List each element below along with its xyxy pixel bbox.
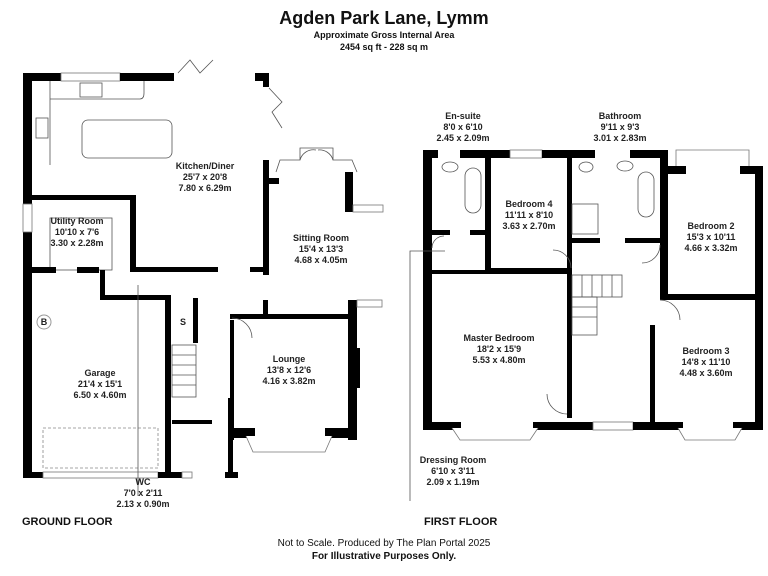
svg-text:Bedroom 3: Bedroom 3 (682, 346, 729, 356)
svg-text:15'4 x 13'3: 15'4 x 13'3 (299, 244, 343, 254)
room-bathroom: Bathroom 9'11 x 9'3 3.01 x 2.83m (593, 111, 646, 143)
room-bedroom-3: Bedroom 3 14'8 x 11'10 4.48 x 3.60m (679, 346, 732, 378)
first-floor-walls (409, 149, 763, 501)
room-en-suite: En-suite 8'0 x 6'10 2.45 x 2.09m (436, 111, 489, 143)
plan-title: Agden Park Lane, Lymm (279, 8, 489, 28)
svg-text:5.53 x 4.80m: 5.53 x 4.80m (472, 355, 525, 365)
svg-text:4.68 x 4.05m: 4.68 x 4.05m (294, 255, 347, 265)
svg-text:6'10 x 3'11: 6'10 x 3'11 (431, 466, 475, 476)
svg-text:4.16 x 3.82m: 4.16 x 3.82m (262, 376, 315, 386)
room-kitchen-diner: Kitchen/Diner 25'7 x 20'8 7.80 x 6.29m (176, 161, 235, 193)
footer-note: Not to Scale. Produced by The Plan Porta… (277, 538, 491, 549)
svg-text:Dressing Room: Dressing Room (420, 455, 487, 465)
svg-text:2.45 x 2.09m: 2.45 x 2.09m (436, 133, 489, 143)
svg-text:En-suite: En-suite (445, 111, 481, 121)
svg-text:13'8 x 12'6: 13'8 x 12'6 (267, 365, 311, 375)
footer-disclaimer: For Illustrative Purposes Only. (311, 551, 457, 562)
room-lounge: Lounge 13'8 x 12'6 4.16 x 3.82m (262, 354, 315, 386)
room-utility: Utility Room 10'10 x 7'6 3.30 x 2.28m (50, 216, 103, 248)
svg-text:14'8 x 11'10: 14'8 x 11'10 (682, 357, 731, 367)
ground-floor-walls (22, 59, 384, 496)
svg-text:Sitting Room: Sitting Room (293, 233, 349, 243)
room-garage: Garage 21'4 x 15'1 6.50 x 4.60m (73, 368, 126, 400)
room-dressing-room: Dressing Room 6'10 x 3'11 2.09 x 1.19m (420, 455, 487, 487)
room-bedroom-4: Bedroom 4 11'11 x 8'10 3.63 x 2.70m (502, 199, 555, 231)
svg-text:Kitchen/Diner: Kitchen/Diner (176, 161, 235, 171)
svg-text:WC: WC (136, 477, 151, 487)
svg-text:18'2 x 15'9: 18'2 x 15'9 (477, 344, 521, 354)
area-subtitle: Approximate Gross Internal Area (313, 30, 455, 40)
svg-text:7'0 x 2'11: 7'0 x 2'11 (124, 488, 163, 498)
svg-text:6.50 x 4.60m: 6.50 x 4.60m (73, 390, 126, 400)
svg-text:10'10 x 7'6: 10'10 x 7'6 (55, 227, 99, 237)
first-floor-label: FIRST FLOOR (424, 516, 498, 528)
area-value: 2454 sq ft - 228 sq m (339, 42, 429, 52)
svg-text:Utility Room: Utility Room (51, 216, 104, 226)
svg-text:Bathroom: Bathroom (599, 111, 642, 121)
svg-text:3.01 x 2.83m: 3.01 x 2.83m (593, 133, 646, 143)
svg-text:3.63 x 2.70m: 3.63 x 2.70m (502, 221, 555, 231)
ground-floor-label: GROUND FLOOR (22, 516, 113, 528)
svg-text:25'7 x 20'8: 25'7 x 20'8 (183, 172, 227, 182)
room-master-bedroom: Master Bedroom 18'2 x 15'9 5.53 x 4.80m (463, 333, 534, 365)
svg-text:7.80 x 6.29m: 7.80 x 6.29m (178, 183, 231, 193)
svg-text:11'11 x 8'10: 11'11 x 8'10 (505, 210, 553, 220)
room-wc: WC 7'0 x 2'11 2.13 x 0.90m (116, 477, 169, 509)
room-sitting-room: Sitting Room 15'4 x 13'3 4.68 x 4.05m (293, 233, 349, 265)
svg-text:Lounge: Lounge (273, 354, 306, 364)
svg-text:Bedroom 4: Bedroom 4 (505, 199, 552, 209)
svg-text:4.66 x 3.32m: 4.66 x 3.32m (684, 243, 737, 253)
svg-text:9'11 x 9'3: 9'11 x 9'3 (601, 122, 640, 132)
svg-text:Master Bedroom: Master Bedroom (463, 333, 534, 343)
svg-text:4.48 x 3.60m: 4.48 x 3.60m (679, 368, 732, 378)
svg-text:Bedroom 2: Bedroom 2 (687, 221, 734, 231)
svg-text:8'0 x 6'10: 8'0 x 6'10 (443, 122, 482, 132)
svg-text:Garage: Garage (84, 368, 115, 378)
boiler-symbol: B (41, 317, 48, 327)
svg-text:3.30 x 2.28m: 3.30 x 2.28m (50, 238, 103, 248)
svg-text:2.13 x 0.90m: 2.13 x 0.90m (116, 499, 169, 509)
store-symbol: S (180, 317, 186, 327)
svg-text:2.09 x 1.19m: 2.09 x 1.19m (426, 477, 479, 487)
room-bedroom-2: Bedroom 2 15'3 x 10'11 4.66 x 3.32m (684, 221, 737, 253)
svg-text:21'4 x 15'1: 21'4 x 15'1 (78, 379, 122, 389)
svg-text:15'3 x 10'11: 15'3 x 10'11 (687, 232, 736, 242)
